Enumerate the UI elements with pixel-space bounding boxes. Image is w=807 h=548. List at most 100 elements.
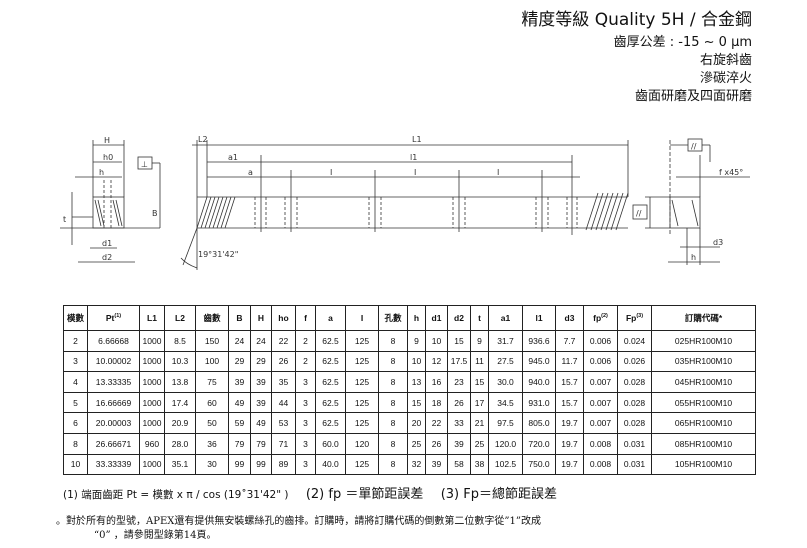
column-header: h [407, 305, 426, 331]
table-cell: 125 [345, 391, 379, 414]
table-cell: 3 [295, 371, 316, 393]
table-cell: 945.0 [522, 350, 556, 373]
table-cell: 1000 [139, 412, 165, 434]
table-cell: 26 [447, 391, 471, 414]
table-cell: 8 [378, 391, 408, 414]
table-cell: 10 [63, 453, 88, 476]
column-header-label: a1 [500, 313, 511, 323]
table-cell: 62.5 [315, 330, 346, 352]
table-cell: 3 [295, 412, 316, 434]
dim-a: a [248, 168, 253, 177]
table-cell: 24 [228, 330, 251, 352]
table-cell: 26 [425, 432, 448, 455]
perpendicularity-symbol: ⊥ [141, 160, 148, 169]
table-cell: 125 [345, 453, 379, 476]
table-cell: 720.0 [522, 432, 556, 455]
table-cell: 39 [228, 371, 251, 393]
table-cell: 13.8 [164, 371, 196, 393]
table-cell: 3 [63, 350, 88, 373]
table-cell: 1000 [139, 371, 165, 393]
table-cell: 2 [63, 330, 88, 352]
column-header-label: a [328, 313, 333, 323]
table-cell: 59 [228, 412, 251, 434]
chamfer-label: f x45° [719, 168, 743, 177]
table-cell: 805.0 [522, 412, 556, 434]
table-cell: 2 [295, 330, 316, 352]
column-header-label: l1 [535, 313, 543, 323]
column-header-label: d3 [564, 313, 575, 323]
column-header: a1 [488, 305, 523, 331]
table-cell: 30.0 [488, 371, 523, 393]
table-cell: 035HR100M10 [651, 350, 756, 373]
table-cell: 8 [378, 432, 408, 455]
table-cell: 102.5 [488, 453, 523, 476]
table-cell: 125 [345, 371, 379, 393]
formula-notes: (1) 端面齒距 Pt = 模數 x π / cos (19˚31'42" ) … [63, 483, 557, 502]
table-cell: 15 [407, 391, 426, 414]
table-cell: 0.007 [583, 412, 618, 434]
table-cell: 60 [195, 391, 229, 414]
product-title: 精度等級 Quality 5H / 合金鋼 [521, 10, 752, 30]
column-header: d1 [425, 305, 448, 331]
column-header: L1 [139, 305, 165, 331]
table-cell: 0.006 [583, 350, 618, 373]
table-cell: 0.028 [617, 391, 652, 414]
table-cell: 6.66668 [87, 330, 140, 352]
dim-a1: a1 [228, 153, 238, 162]
footnote-line-2: “0” ，請參閱型錄第14頁。 [94, 530, 217, 541]
column-header-label: L1 [147, 313, 157, 323]
column-header: 孔數 [378, 305, 408, 331]
table-cell: 085HR100M10 [651, 432, 756, 455]
end-view-right [632, 138, 750, 265]
table-cell: 19.7 [555, 412, 584, 434]
table-cell: 28.0 [164, 432, 196, 455]
table-cell: 105HR100M10 [651, 453, 756, 476]
table-cell: 931.0 [522, 391, 556, 414]
column-header: l1 [522, 305, 556, 331]
table-cell: 6 [63, 412, 88, 434]
table-cell: 0.007 [583, 371, 618, 393]
table-cell: 1000 [139, 391, 165, 414]
table-cell: 17.4 [164, 391, 196, 414]
table-cell: 71 [271, 432, 296, 455]
table-cell: 100 [195, 350, 229, 373]
table-cell: 150 [195, 330, 229, 352]
table-cell: 1000 [139, 330, 165, 352]
table-cell: 3 [295, 391, 316, 414]
column-header: ho [271, 305, 296, 331]
column-header: fp(2) [583, 305, 618, 331]
table-cell: 79 [228, 432, 251, 455]
table-cell: 3 [295, 453, 316, 476]
table-cell: 936.6 [522, 330, 556, 352]
column-header: B [228, 305, 251, 331]
table-cell: 11 [470, 350, 489, 373]
table-cell: 30 [195, 453, 229, 476]
table-cell: 4 [63, 371, 88, 393]
table-cell: 125 [345, 412, 379, 434]
column-header: t [470, 305, 489, 331]
table-cell: 940.0 [522, 371, 556, 393]
table-cell: 32 [407, 453, 426, 476]
column-header-note: (2) [601, 313, 608, 320]
note-fp: (2) fp ＝單節距誤差 [305, 487, 424, 502]
table-cell: 0.028 [617, 371, 652, 393]
table-cell: 8.5 [164, 330, 196, 352]
dim-d1: d1 [102, 239, 112, 248]
table-cell: 20 [407, 412, 426, 434]
table-cell: 9 [407, 330, 426, 352]
table-cell: 33 [447, 412, 471, 434]
column-header-label: Fp [625, 313, 637, 323]
table-cell: 0.028 [617, 412, 652, 434]
column-header-label: L2 [175, 313, 185, 323]
table-cell: 0.006 [583, 330, 618, 352]
table-cell: 055HR100M10 [651, 391, 756, 414]
column-header-label: 齒數 [203, 313, 221, 323]
table-cell: 15.7 [555, 371, 584, 393]
table-cell: 8 [378, 453, 408, 476]
table-cell: 38 [470, 453, 489, 476]
